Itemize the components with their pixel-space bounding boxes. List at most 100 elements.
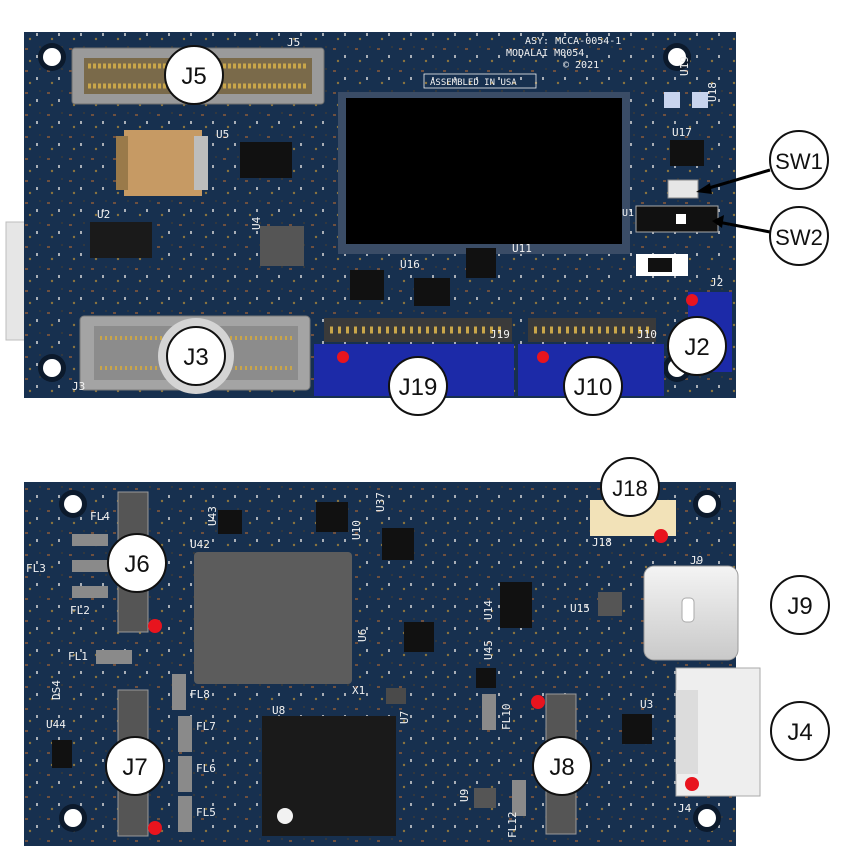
u2-designator: U2 — [97, 208, 110, 221]
silk-assembled-box — [423, 73, 537, 89]
callout-j2 — [667, 316, 727, 376]
filter-fl7 — [178, 716, 192, 752]
u1-designator: U1 — [622, 208, 634, 219]
j19-designator: J19 — [490, 328, 510, 341]
u18-designator: U18 — [706, 82, 719, 102]
filter-fl8 — [172, 674, 186, 710]
ic-u-mid — [404, 622, 434, 652]
callout-sw2 — [769, 206, 829, 266]
callout-j10-label: J10 — [574, 374, 613, 401]
callout-j9 — [770, 575, 830, 635]
ic-u16a — [350, 270, 384, 300]
ic-u3 — [622, 714, 652, 744]
fl7-designator: FL7 — [196, 720, 216, 733]
callout-sw1-label: SW1 — [775, 149, 823, 174]
ic-u43 — [218, 510, 242, 534]
ic-u44 — [52, 740, 72, 768]
u8-designator: U8 — [272, 704, 285, 717]
fl4-designator: FL4 — [90, 510, 110, 523]
ic-u11 — [466, 248, 496, 278]
u14-designator: U14 — [482, 600, 495, 620]
callout-j6 — [107, 533, 167, 593]
silk-asy: ASY: MCCA-0054-1 — [525, 36, 621, 47]
part-u18 — [692, 92, 708, 108]
sw1-leader-line — [701, 168, 771, 192]
callout-sw1 — [769, 130, 829, 190]
j2-designator: J2 — [710, 276, 723, 289]
fl12-designator: FL12 — [506, 812, 519, 839]
callout-j6-label: J6 — [124, 551, 149, 578]
j2-pin1-marker — [686, 294, 698, 306]
callout-j7 — [105, 736, 165, 796]
callout-j5-label: J5 — [181, 63, 206, 90]
chip-u8-dot — [277, 808, 293, 824]
ic-x1 — [386, 688, 406, 704]
callout-j10 — [563, 356, 623, 416]
silk-year: © 2021 — [563, 60, 599, 71]
u3-designator: U3 — [640, 698, 653, 711]
u11-designator: U11 — [512, 242, 532, 255]
j7-pin1-marker — [148, 821, 162, 835]
silk-maker: MODALAI M0054 — [506, 48, 584, 59]
module-black — [346, 98, 622, 244]
fl10-designator: FL10 — [500, 704, 513, 731]
callout-j18 — [600, 457, 660, 517]
callout-j19 — [388, 356, 448, 416]
u4-designator: U4 — [250, 216, 263, 230]
u6-designator: U6 — [356, 629, 369, 642]
callout-j3 — [166, 326, 226, 386]
u5-designator: U5 — [216, 128, 229, 141]
sw2-arrowhead — [712, 215, 724, 228]
filter-fl1 — [96, 650, 132, 664]
u10-designator: U10 — [350, 520, 363, 540]
u7-designator: U7 — [398, 711, 411, 724]
u42-designator: U42 — [190, 538, 210, 551]
ic-u37 — [382, 528, 414, 560]
filter-fl4 — [72, 534, 108, 546]
u45-designator: U45 — [482, 640, 495, 660]
switch-sw2-knob — [676, 214, 686, 224]
bottom-callouts: J6 J7 J8 J18 J9 J4 — [105, 457, 830, 796]
ic-u15 — [598, 592, 622, 616]
j10-designator: J10 — [637, 328, 657, 341]
u43-designator: U43 — [206, 506, 219, 526]
filter-fl6 — [178, 756, 192, 792]
j4-designator: J4 — [678, 802, 692, 815]
sw2-leader-line — [717, 220, 771, 234]
j19-pin1-marker — [337, 351, 349, 363]
u9-designator: U9 — [458, 789, 471, 802]
j3-designator: J3 — [72, 380, 85, 393]
j4-connector-pins — [676, 690, 698, 774]
callout-j7-label: J7 — [122, 754, 147, 781]
ic-u16b — [414, 278, 450, 306]
fl1-designator: FL1 — [68, 650, 88, 663]
x1-designator: X1 — [352, 684, 365, 697]
j9-usb-slot — [681, 597, 695, 623]
silk-assembled: ASSEMBLED IN USA — [430, 78, 517, 88]
j6-pin1-marker — [148, 619, 162, 633]
filter-fl12 — [512, 780, 526, 816]
j10-pin1-marker — [537, 351, 549, 363]
callout-j18-label: J18 — [612, 476, 647, 501]
callout-j4 — [770, 701, 830, 761]
fl5-designator: FL5 — [196, 806, 216, 819]
ic-u9 — [474, 788, 496, 808]
ic-u45 — [476, 668, 496, 688]
ic-u2 — [90, 222, 152, 258]
part-u19 — [664, 92, 680, 108]
callout-j8-label: J8 — [549, 754, 574, 781]
j19-connector — [314, 318, 514, 396]
filter-fl3 — [72, 560, 108, 572]
ic-u14 — [500, 582, 532, 628]
j8-pin1-marker — [531, 695, 545, 709]
ic-u5 — [240, 142, 292, 178]
u37-designator: U37 — [374, 492, 387, 512]
tantalum-capacitor — [116, 130, 208, 196]
u15-designator: U15 — [570, 602, 590, 615]
u19-designator: U19 — [678, 56, 691, 76]
fl3-designator: FL3 — [26, 562, 46, 575]
fl8-designator: FL8 — [190, 688, 210, 701]
callout-j19-label: J19 — [399, 374, 438, 401]
